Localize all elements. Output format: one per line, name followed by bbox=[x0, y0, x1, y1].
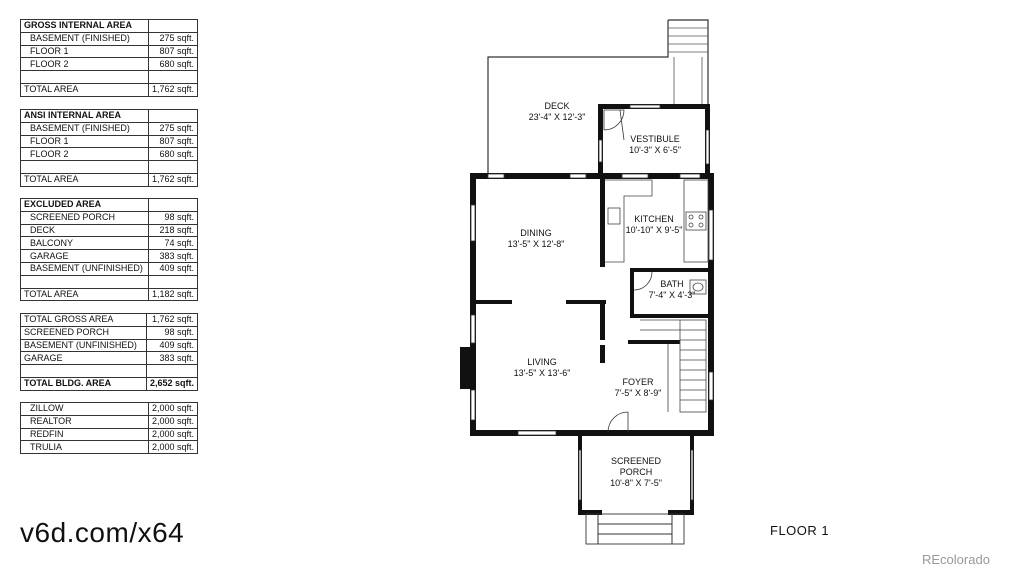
table-row-value: 2,000 sqft. bbox=[147, 440, 199, 455]
table-total-value: 1,762 sqft. bbox=[147, 172, 199, 187]
room-dims-dining: 13'-5" X 12'-8" bbox=[508, 239, 565, 249]
foyer-stairs bbox=[640, 319, 707, 413]
table-row-value: 74 sqft. bbox=[147, 236, 199, 251]
floor-label: FLOOR 1 bbox=[770, 523, 830, 538]
brand-watermark: REcolorado bbox=[922, 552, 990, 567]
short-url: v6d.com/x64 bbox=[20, 517, 185, 548]
room-name-dining: DINING bbox=[520, 228, 552, 238]
kitchen-fixtures bbox=[605, 179, 709, 263]
windows bbox=[470, 104, 714, 501]
table-total-label: TOTAL BLDG. AREA bbox=[20, 376, 147, 391]
door-swings bbox=[603, 109, 653, 433]
room-dims-foyer: 7'-5" X 8'-9" bbox=[615, 388, 662, 398]
room-name-deck: DECK bbox=[544, 101, 569, 111]
deck-stairs-outline bbox=[668, 19, 709, 120]
room-dims-kitchen: 10'-10" X 9'-5" bbox=[626, 225, 683, 235]
room-name-kitchen: KITCHEN bbox=[634, 214, 674, 224]
room-name-foyer: FOYER bbox=[622, 377, 654, 387]
room-dims-deck: 23'-4" X 12'-3" bbox=[529, 112, 586, 122]
room-dims-porch: 10'-8" X 7'-5" bbox=[610, 478, 662, 488]
deck-stairs bbox=[668, 27, 708, 53]
table-total-value: 1,762 sqft. bbox=[147, 82, 199, 97]
room-name-bath: BATH bbox=[660, 279, 683, 289]
room-name-vestibule: VESTIBULE bbox=[630, 134, 680, 144]
room-name-porch-2: PORCH bbox=[620, 467, 653, 477]
table-row-value: 98 sqft. bbox=[147, 210, 199, 225]
room-dims-vestibule: 10'-3" X 6'-5" bbox=[629, 145, 681, 155]
porch-steps bbox=[585, 513, 685, 545]
room-dims-bath: 7'-4" X 4'-3" bbox=[649, 290, 696, 300]
deck-outline bbox=[487, 20, 669, 175]
table-total-label: TOTAL AREA bbox=[20, 172, 149, 187]
room-name-porch-1: SCREENED bbox=[611, 456, 662, 466]
room-dims-living: 13'-5" X 13'-6" bbox=[514, 368, 571, 378]
bath-fixtures bbox=[689, 279, 707, 295]
gross-internal-area-table: GROSS INTERNAL AREA BASEMENT (FINISHED)2… bbox=[20, 19, 199, 97]
table-total-value: 2,652 sqft. bbox=[145, 376, 199, 391]
table-total-label: TOTAL AREA bbox=[20, 287, 149, 302]
walls bbox=[460, 104, 714, 515]
room-name-living: LIVING bbox=[527, 357, 557, 367]
table-total-value: 1,182 sqft. bbox=[147, 287, 199, 302]
table-total-label: TOTAL AREA bbox=[20, 82, 149, 97]
ansi-internal-area-table: ANSI INTERNAL AREA BASEMENT (FINISHED)27… bbox=[20, 109, 199, 187]
